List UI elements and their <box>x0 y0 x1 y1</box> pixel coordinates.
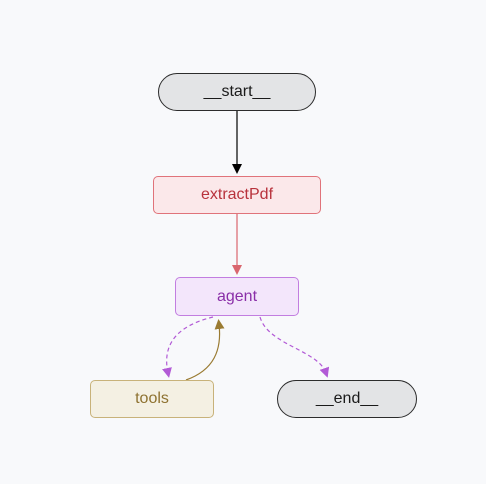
node-extractpdf-label: extractPdf <box>200 186 274 203</box>
node-start[interactable]: __start__ <box>158 73 316 111</box>
edge-agent-to-tools <box>162 316 214 378</box>
node-tools-label: tools <box>135 390 169 407</box>
node-start-label: __start__ <box>203 83 271 100</box>
node-end[interactable]: __end__ <box>277 380 417 418</box>
node-end-label: __end__ <box>315 390 379 407</box>
node-agent[interactable]: agent <box>175 277 299 316</box>
node-agent-label: agent <box>216 287 258 305</box>
edge-agent-to-end <box>259 316 330 378</box>
node-extractpdf[interactable]: extractPdf <box>153 176 321 214</box>
edge-tools-to-agent <box>185 319 225 381</box>
node-tools[interactable]: tools <box>90 380 214 418</box>
